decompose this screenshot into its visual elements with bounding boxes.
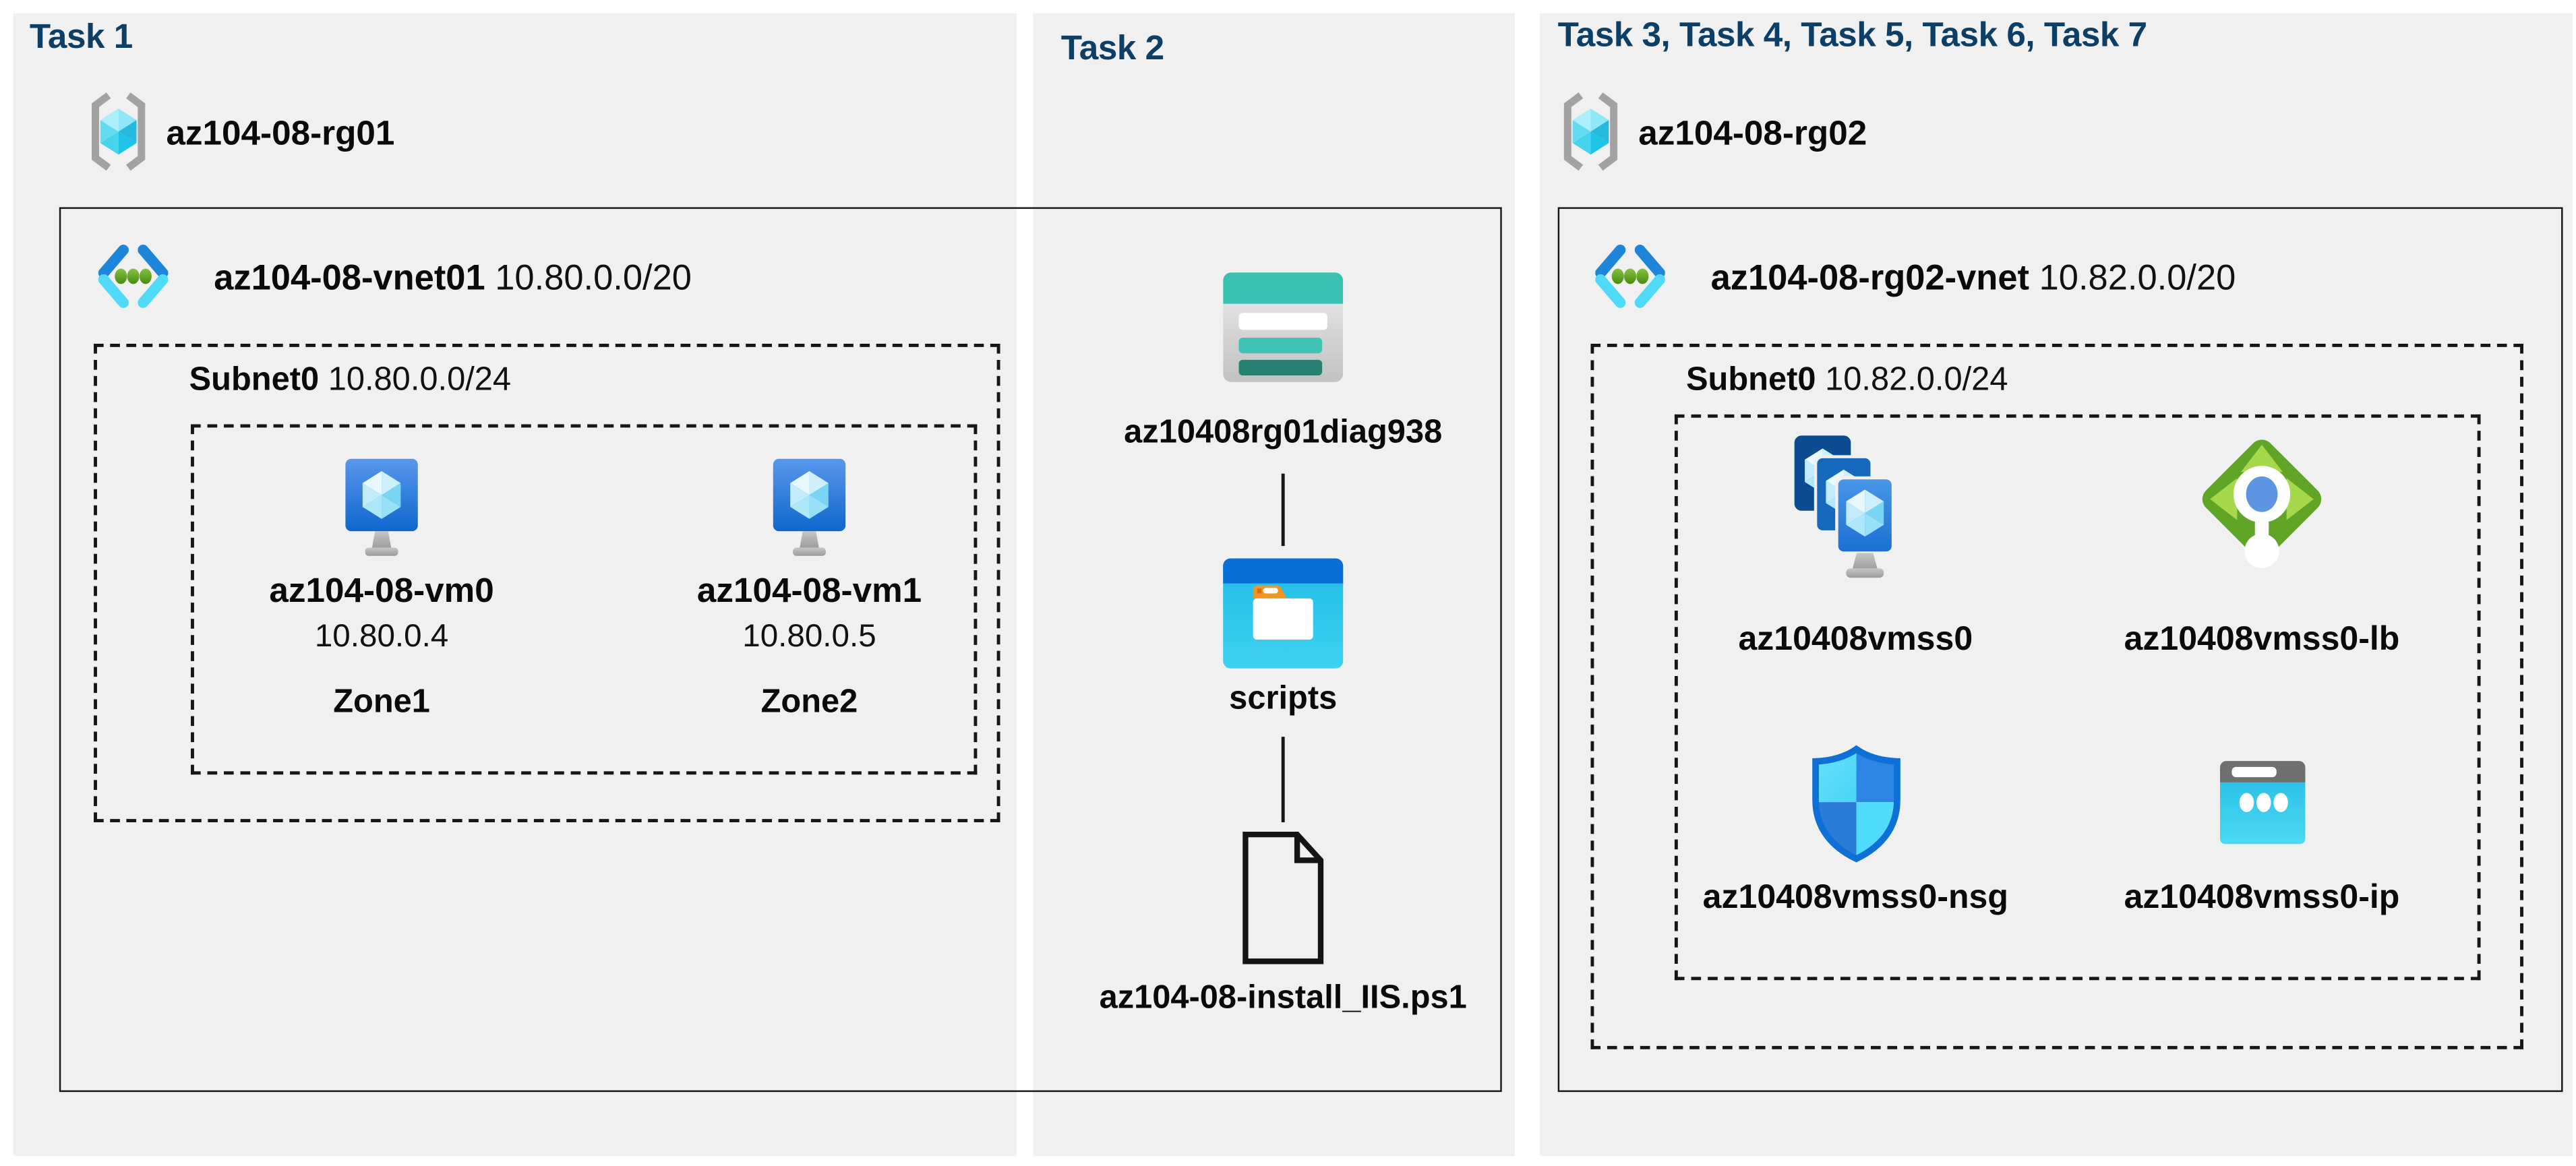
container-label: scripts	[1229, 681, 1338, 717]
vm-scale-set-icon	[1790, 431, 1921, 579]
rg2-label: az104-08-rg02	[1638, 115, 1867, 153]
network-security-group-icon	[1809, 743, 1903, 865]
connector-line	[1281, 473, 1284, 547]
vm1-name: az104-08-vm1	[696, 572, 922, 611]
file-document-icon	[1234, 829, 1332, 967]
rg2-boundary-box	[1557, 207, 2563, 1093]
storage-account-icon	[1220, 270, 1345, 385]
vnet2-icon	[1592, 239, 1668, 314]
vnet2-label: az104-08-rg02-vnet 10.82.0.0/20	[1710, 258, 2236, 298]
vmss-label: az10408vmss0	[1738, 619, 1973, 658]
vm0-name: az104-08-vm0	[269, 572, 494, 611]
connector-line	[1281, 737, 1284, 822]
task1-title: Task 1	[29, 18, 133, 56]
rg1-label: az104-08-rg01	[166, 115, 395, 153]
script-file-label: az104-08-install_IIS.ps1	[1099, 980, 1467, 1016]
vnet1-icon	[96, 239, 171, 314]
subnet2-label: Subnet0 10.82.0.0/24	[1686, 361, 2008, 398]
subnet2-box	[1590, 343, 2523, 1049]
vm1-zone: Zone2	[760, 684, 858, 720]
vmss-resources-box	[1674, 414, 2481, 981]
load-balancer-icon	[2193, 427, 2331, 576]
vm0-ip: 10.80.0.4	[314, 618, 449, 655]
storage-account-label: az10408rg01diag938	[1124, 414, 1443, 451]
resource-group-icon	[1559, 90, 1622, 173]
subnet1-label: Subnet0 10.80.0.0/24	[189, 361, 512, 398]
vm1-ip: 10.80.0.5	[742, 618, 876, 655]
task3-panel	[1539, 13, 2573, 1157]
subnet1-box	[94, 343, 1000, 822]
task1-panel	[13, 13, 1017, 1157]
rg1-boundary-box	[59, 207, 1502, 1093]
virtual-machine-icon	[771, 457, 847, 559]
blob-container-icon	[1220, 556, 1345, 671]
task3-title: Task 3, Task 4, Task 5, Task 6, Task 7	[1557, 16, 2147, 55]
task2-title: Task 2	[1060, 29, 1164, 68]
virtual-machine-icon	[344, 457, 419, 559]
public-ip-icon	[2216, 756, 2310, 849]
load-balancer-label: az10408vmss0-lb	[2124, 619, 2400, 658]
public-ip-label: az10408vmss0-ip	[2124, 878, 2400, 917]
vnet1-label: az104-08-vnet01 10.80.0.0/20	[214, 258, 692, 298]
nsg-label: az10408vmss0-nsg	[1702, 878, 2008, 917]
zones-box	[191, 424, 978, 775]
vm0-zone: Zone1	[333, 684, 430, 720]
resource-group-icon	[87, 90, 150, 173]
